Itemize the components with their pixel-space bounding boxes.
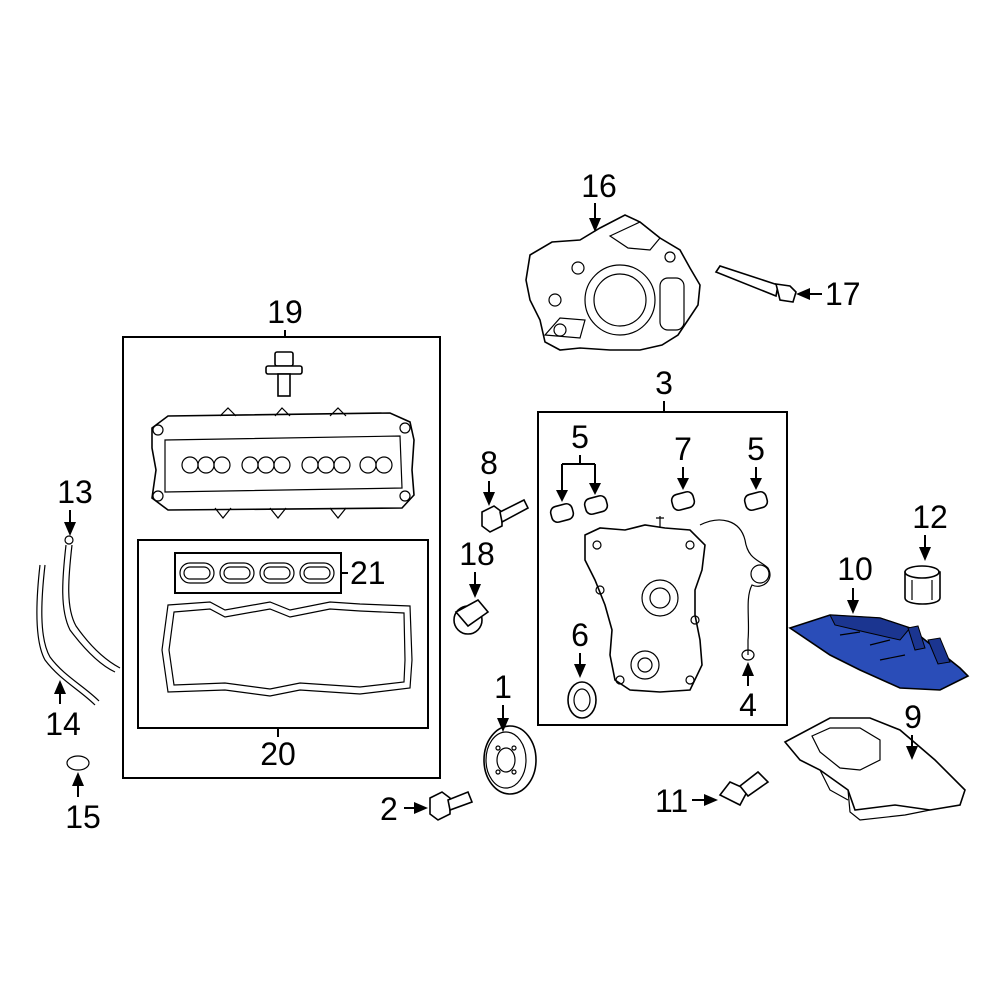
arrowhead-7 bbox=[677, 478, 689, 490]
arrowhead-5c bbox=[750, 478, 762, 490]
valve-cover-part[interactable] bbox=[151, 407, 415, 519]
callout-15: 15 bbox=[65, 799, 101, 835]
dipstick-tube-part[interactable] bbox=[62, 535, 121, 673]
arrowhead-5a bbox=[556, 490, 568, 502]
callout-16: 16 bbox=[581, 168, 617, 204]
arrowhead-8 bbox=[483, 492, 495, 506]
callout-2: 2 bbox=[380, 791, 398, 827]
arrowhead-6 bbox=[574, 664, 586, 678]
callout-14: 14 bbox=[45, 706, 81, 742]
arrowhead-10 bbox=[847, 600, 859, 614]
dowel-pin-part[interactable] bbox=[549, 494, 609, 524]
callout-5-right: 5 bbox=[747, 431, 765, 467]
gasket-set-box bbox=[137, 539, 429, 729]
arrowhead-16 bbox=[589, 218, 601, 232]
arrowhead-1 bbox=[497, 718, 509, 732]
drain-plug-part[interactable] bbox=[718, 770, 770, 807]
gasket-ring bbox=[750, 564, 770, 584]
callout-3: 3 bbox=[655, 365, 673, 401]
callout-13: 13 bbox=[57, 474, 93, 510]
callout-5-left: 5 bbox=[571, 419, 589, 455]
callout-10: 10 bbox=[837, 551, 873, 587]
arrowhead-13 bbox=[64, 522, 76, 536]
callout-6: 6 bbox=[571, 617, 589, 653]
callout-9: 9 bbox=[904, 699, 922, 735]
damper-bolt-part[interactable] bbox=[429, 790, 474, 821]
arrowhead-2 bbox=[414, 802, 428, 814]
callout-20: 20 bbox=[260, 736, 296, 772]
o-ring-part[interactable] bbox=[66, 755, 90, 771]
callout-12: 12 bbox=[912, 499, 948, 535]
callout-18: 18 bbox=[459, 536, 495, 572]
timing-cover-group-box bbox=[537, 411, 788, 726]
windage-tray-part[interactable] bbox=[788, 614, 970, 691]
leader-5-left bbox=[561, 455, 596, 492]
oil-pan-part[interactable] bbox=[783, 717, 966, 821]
dowel-7-part[interactable] bbox=[670, 490, 696, 512]
oil-filter-part[interactable] bbox=[904, 565, 941, 605]
valve-cover-stud-part[interactable] bbox=[265, 351, 303, 397]
arrowhead-14 bbox=[54, 680, 66, 694]
arrowhead-5b bbox=[589, 483, 601, 495]
timing-cover-gasket-part[interactable] bbox=[699, 519, 771, 655]
arrowhead-15 bbox=[72, 772, 84, 786]
timing-cover-part[interactable] bbox=[584, 516, 706, 693]
callout-4: 4 bbox=[739, 687, 757, 723]
arrowhead-12 bbox=[919, 547, 931, 561]
dowel-5-right-part[interactable] bbox=[743, 490, 769, 512]
oil-pump-part[interactable] bbox=[525, 214, 701, 351]
vibration-damper-part[interactable] bbox=[483, 725, 537, 795]
callout-17: 17 bbox=[825, 276, 861, 312]
callout-8: 8 bbox=[480, 445, 498, 481]
spark-tube-seals-part[interactable] bbox=[179, 562, 335, 584]
timing-cover-bolt-part[interactable] bbox=[481, 498, 530, 533]
arrowhead-18 bbox=[469, 584, 481, 598]
front-crank-seal-part[interactable] bbox=[567, 681, 597, 719]
callout-7: 7 bbox=[674, 431, 692, 467]
gasket-4-part[interactable] bbox=[741, 649, 755, 661]
arrowhead-11 bbox=[704, 794, 718, 806]
spark-tube-seal-box bbox=[174, 552, 342, 594]
callout-19: 19 bbox=[267, 294, 303, 330]
arrowhead-4 bbox=[742, 662, 754, 676]
arrowhead-9 bbox=[906, 746, 918, 760]
callout-21: 21 bbox=[350, 555, 386, 591]
dipstick-part[interactable] bbox=[36, 564, 100, 706]
oil-filler-cap-part[interactable] bbox=[453, 598, 490, 635]
arrowhead-17 bbox=[796, 288, 810, 300]
pump-bolt-part[interactable] bbox=[714, 265, 797, 303]
callout-1: 1 bbox=[494, 669, 512, 705]
valve-cover-gasket-part[interactable] bbox=[161, 601, 413, 697]
valve-cover-group-box bbox=[122, 336, 441, 779]
callout-11: 11 bbox=[655, 783, 688, 819]
